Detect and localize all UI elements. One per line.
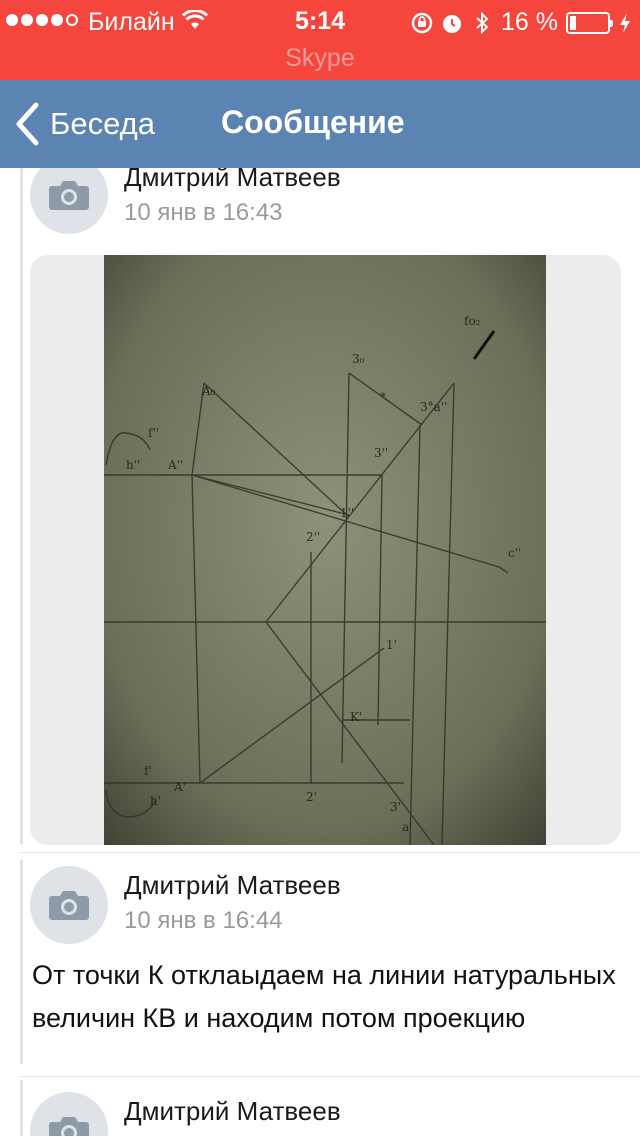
back-button-label: Беседа: [50, 106, 155, 141]
message-timestamp: 10 янв в 16:43: [124, 199, 283, 226]
background-app-label: Skype: [285, 44, 355, 72]
author-name[interactable]: Дмитрий Матвеев: [124, 1096, 341, 1126]
photo-label: A₀: [201, 384, 216, 398]
message-text: От точки К отклаыдаем на линии натуральн…: [32, 960, 616, 1033]
drawing-photo[interactable]: fo₂ A₀ 3₀ * 3°a'' f'' h'' A'' 3'' 2'' 1'…: [104, 255, 546, 845]
photo-label: 3': [390, 800, 401, 814]
wifi-icon: [182, 10, 208, 29]
photo-label: f': [144, 764, 152, 778]
photo-label: 1': [386, 638, 397, 652]
bluetooth-icon: [476, 11, 489, 34]
photo-label: c'': [508, 546, 521, 560]
photo-label: *: [380, 390, 386, 404]
photo-label: h': [150, 794, 161, 808]
camera-icon: [49, 181, 89, 210]
charging-icon: [620, 12, 630, 33]
photo-label: 3°a'': [420, 400, 447, 414]
message-item[interactable]: Дмитрий Матвеев 10 янв в 16:44 От точки …: [0, 858, 640, 1074]
photo-label: 3'': [374, 446, 388, 460]
photo-label: 3₀: [352, 352, 365, 366]
message-item[interactable]: Дмитрий Матвеев 10 янв в 16:43: [0, 168, 640, 848]
divider: [20, 1076, 640, 1077]
battery-percent: 16 %: [501, 8, 558, 36]
photo-attachment[interactable]: fo₂ A₀ 3₀ * 3°a'' f'' h'' A'' 3'' 2'' 1'…: [30, 255, 621, 845]
author-name[interactable]: Дмитрий Матвеев: [124, 870, 341, 900]
alarm-icon: [443, 14, 462, 33]
avatar[interactable]: [30, 1092, 108, 1136]
photo-label: 1'': [340, 506, 354, 520]
chevron-left-icon: [16, 102, 39, 146]
camera-icon: [49, 891, 89, 920]
message-item[interactable]: Дмитрий Матвеев: [0, 1080, 640, 1136]
avatar[interactable]: [30, 168, 108, 234]
message-timestamp: 10 янв в 16:44: [124, 907, 283, 934]
navigation-bar: Беседа Сообщение: [0, 80, 640, 168]
photo-label: A'': [167, 458, 183, 472]
carrier-name: Билайн: [88, 8, 175, 36]
thread-indent-line: [20, 1080, 23, 1136]
status-bar: Билайн 5:14 16 %: [0, 0, 640, 80]
battery-icon: [566, 11, 613, 34]
signal-strength-icon: [6, 14, 78, 26]
camera-icon: [49, 1117, 89, 1136]
photo-label: K': [350, 710, 362, 724]
thread-indent-line: [20, 168, 23, 844]
photo-label: a': [402, 820, 412, 834]
thread-indent-line: [20, 860, 23, 1064]
photo-label: f'': [148, 426, 159, 440]
photo-label: fo₂: [464, 314, 481, 328]
photo-label: 2'': [306, 530, 320, 544]
photo-label: 2': [306, 790, 317, 804]
photo-label: A': [173, 780, 186, 794]
photo-label: h'': [126, 458, 140, 472]
author-name[interactable]: Дмитрий Матвеев: [124, 168, 341, 192]
divider: [20, 852, 640, 853]
back-button[interactable]: Беседа: [14, 100, 155, 148]
orientation-lock-icon: [411, 12, 433, 33]
message-thread[interactable]: Дмитрий Матвеев 10 янв в 16:43: [0, 168, 640, 1136]
status-time: 5:14: [294, 7, 346, 35]
page-title: Сообщение: [221, 104, 405, 140]
avatar[interactable]: [30, 866, 108, 944]
